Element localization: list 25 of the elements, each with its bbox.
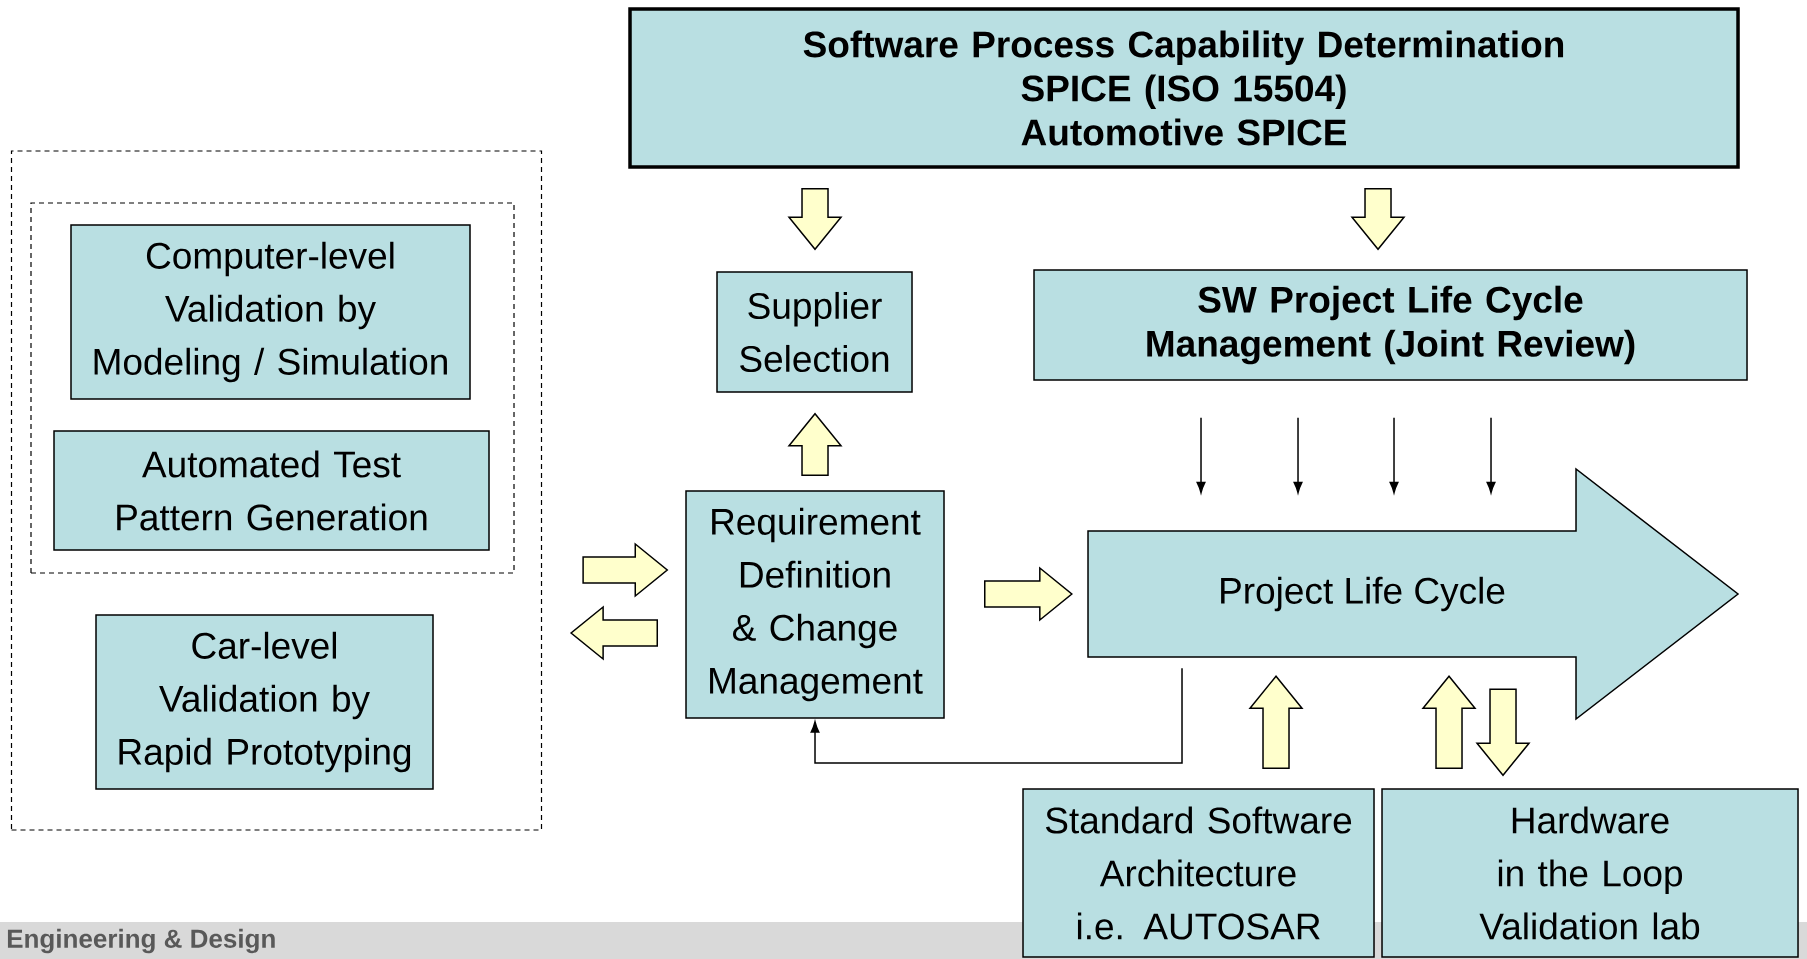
process-box: SW Project Life Cycle Management (Joint Review) xyxy=(1033,269,1748,381)
process-box: Standard Software Architecture i.e. AUTOSAR xyxy=(1022,788,1375,958)
arrow xyxy=(1196,417,1206,494)
block-arrow xyxy=(787,188,843,251)
process-box: Hardware in the Loop Validation lab xyxy=(1381,788,1799,958)
block-arrow xyxy=(1248,675,1304,769)
standard-box: Software Process Capability Determination SPICE (ISO 15504) Automotive SPICE xyxy=(628,7,1740,169)
dashed-group-box xyxy=(30,202,515,574)
block-arrow xyxy=(582,542,669,598)
arrow xyxy=(1389,417,1399,494)
process-box: Computer-level Validation by Modeling / Simulation xyxy=(70,224,471,400)
process-box: Automated Test Pattern Generation xyxy=(53,430,490,551)
process-box: Requirement Definition & Change Management xyxy=(685,490,945,719)
arrow xyxy=(1486,417,1496,494)
block-arrow xyxy=(787,412,843,476)
block-arrow xyxy=(1421,675,1477,769)
process-box: Supplier Selection xyxy=(716,271,913,393)
block-arrow xyxy=(1350,188,1406,251)
arrow xyxy=(1293,417,1303,494)
block-arrow xyxy=(1475,688,1531,777)
process-box: Car-level Validation by Rapid Prototyping xyxy=(95,614,434,790)
block-arrow xyxy=(569,605,658,661)
block-arrow xyxy=(984,566,1073,622)
arrow xyxy=(810,667,1183,764)
dashed-group-box xyxy=(10,150,543,831)
